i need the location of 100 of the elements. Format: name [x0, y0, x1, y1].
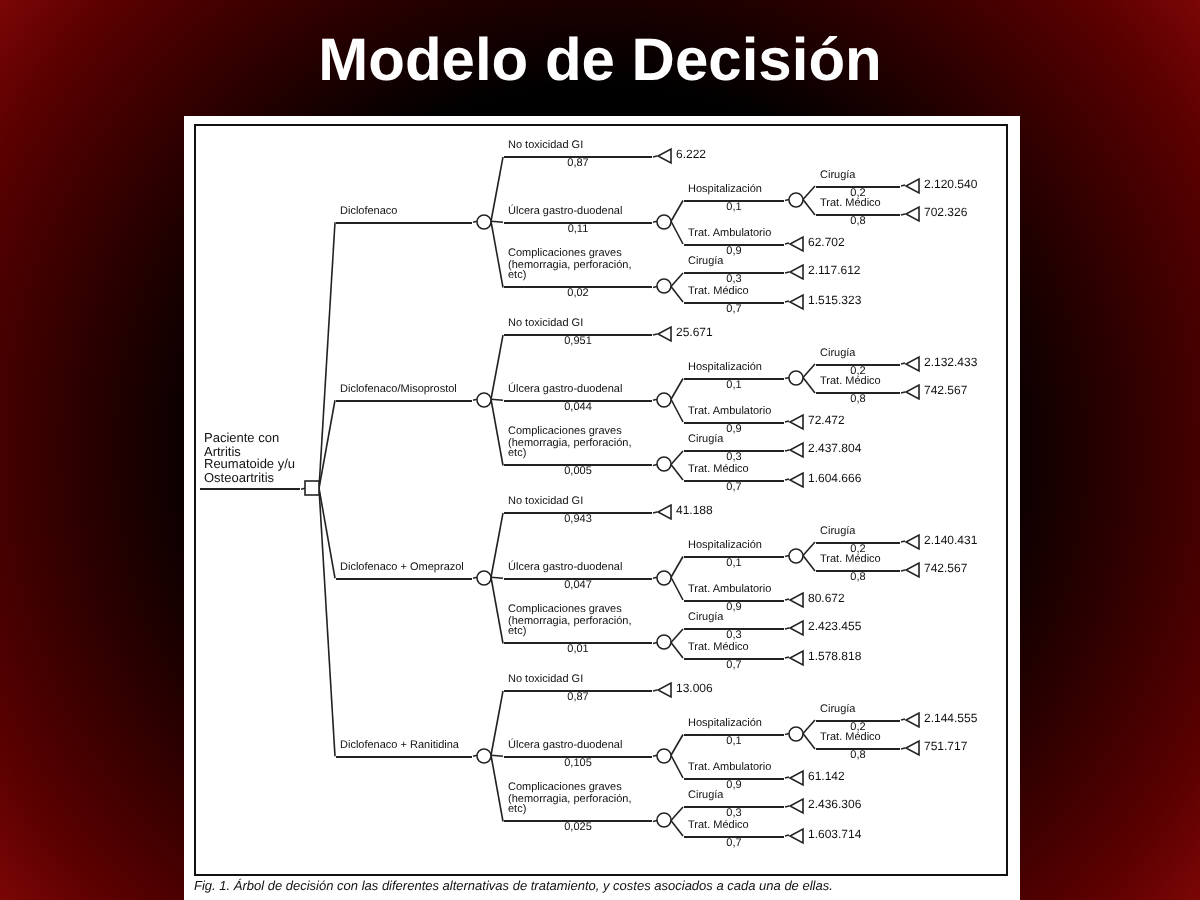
tree-branch-line — [670, 463, 684, 481]
tree-branch-line — [900, 747, 906, 750]
terminal-triangle — [656, 682, 672, 698]
tree-branch-line — [802, 376, 816, 394]
chance-circle — [788, 547, 804, 564]
tree-branch-line — [900, 391, 906, 394]
decision-square — [304, 480, 320, 497]
tree-branch-line — [472, 398, 478, 402]
tree-branch-line — [472, 754, 478, 758]
tree-branch-line — [490, 398, 504, 402]
tree-branch-line — [670, 806, 684, 822]
tree-branch-line — [652, 576, 658, 580]
chance-circle — [656, 812, 672, 829]
terminal-triangle — [788, 591, 804, 607]
tree-branch-line — [472, 576, 478, 580]
chance-circle — [788, 369, 804, 386]
tree-branch-line — [670, 377, 684, 401]
terminal-triangle — [788, 769, 804, 785]
tree-branch-line — [670, 272, 684, 288]
terminal-triangle — [788, 442, 804, 458]
terminal-triangle — [788, 827, 804, 843]
tree-branch-line — [900, 184, 906, 187]
tree-branch-line — [784, 242, 790, 245]
tree-branch-line — [670, 733, 684, 757]
tree-branch-line — [490, 512, 504, 579]
tree-branch-line — [490, 576, 504, 645]
chance-circle — [788, 191, 804, 208]
terminal-triangle — [788, 264, 804, 280]
tree-branch-line — [652, 511, 658, 514]
tree-branch-line — [652, 689, 658, 692]
tree-branch-line — [670, 199, 684, 223]
chance-circle — [656, 456, 672, 473]
tree-branch-line — [784, 420, 790, 423]
terminal-triangle — [788, 413, 804, 429]
tree-branch-line — [784, 300, 790, 303]
terminal-triangle — [788, 649, 804, 665]
tree-branch-line — [300, 487, 306, 491]
tree-branch-line — [802, 185, 816, 201]
tree-branch-line — [490, 754, 504, 758]
chance-circle — [656, 747, 672, 764]
tree-branch-line — [784, 598, 790, 601]
tree-branch-line — [802, 541, 816, 557]
tree-branch-line — [652, 754, 658, 758]
tree-branch-line — [490, 398, 504, 467]
tree-branch-line — [802, 719, 816, 735]
tree-branch-line — [784, 656, 790, 659]
chance-circle — [656, 278, 672, 295]
tree-branch-line — [490, 334, 504, 401]
tree-branch-line — [490, 690, 504, 757]
tree-branch-line — [490, 156, 504, 223]
chance-circle — [656, 391, 672, 408]
tree-branch-line — [784, 776, 790, 779]
chance-circle — [656, 634, 672, 651]
slide-title: Modelo de Decisión — [316, 28, 884, 96]
tree-branch-line — [784, 478, 790, 481]
chance-circle — [788, 725, 804, 742]
tree-branch-line — [784, 805, 790, 808]
terminal-triangle — [788, 798, 804, 814]
terminal-triangle — [904, 740, 920, 756]
chance-circle — [656, 213, 672, 230]
terminal-triangle — [788, 235, 804, 251]
tree-branch-line — [670, 285, 684, 303]
terminal-triangle — [656, 504, 672, 520]
tree-branch-line — [490, 576, 504, 580]
tree-branch-line — [670, 754, 684, 779]
tree-branch-line — [802, 363, 816, 379]
tree-branch-line — [670, 641, 684, 659]
terminal-triangle — [656, 148, 672, 164]
chance-circle — [656, 569, 672, 586]
tree-branch-line — [670, 220, 684, 245]
tree-branch-line — [670, 555, 684, 579]
terminal-triangle — [788, 471, 804, 487]
tree-branch-line — [652, 220, 658, 224]
tree-branch-line — [670, 576, 684, 601]
tree-branch-line — [670, 819, 684, 837]
terminal-triangle — [656, 326, 672, 342]
tree-branch-line — [802, 732, 816, 750]
tree-branch-line — [318, 399, 336, 490]
terminal-triangle — [904, 711, 920, 727]
tree-branch-line — [490, 220, 504, 224]
terminal-triangle — [904, 355, 920, 371]
terminal-triangle — [904, 206, 920, 222]
tree-branch-line — [670, 628, 684, 644]
tree-branch-line — [472, 220, 478, 224]
tree-branch-line — [652, 398, 658, 402]
tree-branch-line — [652, 333, 658, 336]
tree-branch-line — [318, 487, 336, 580]
tree-branch-line — [900, 213, 906, 216]
terminal-triangle — [788, 620, 804, 636]
terminal-triangle — [788, 293, 804, 309]
tree-branch-line — [784, 834, 790, 837]
tree-branch-line — [490, 754, 504, 823]
tree-branch-line — [900, 569, 906, 572]
tree-branch-line — [784, 449, 790, 452]
tree-branch-line — [670, 398, 684, 423]
tree-branch-line — [802, 554, 816, 572]
tree-branch-line — [900, 718, 906, 721]
terminal-triangle — [904, 384, 920, 400]
terminal-triangle — [904, 562, 920, 578]
tree-branch-line — [652, 155, 658, 158]
